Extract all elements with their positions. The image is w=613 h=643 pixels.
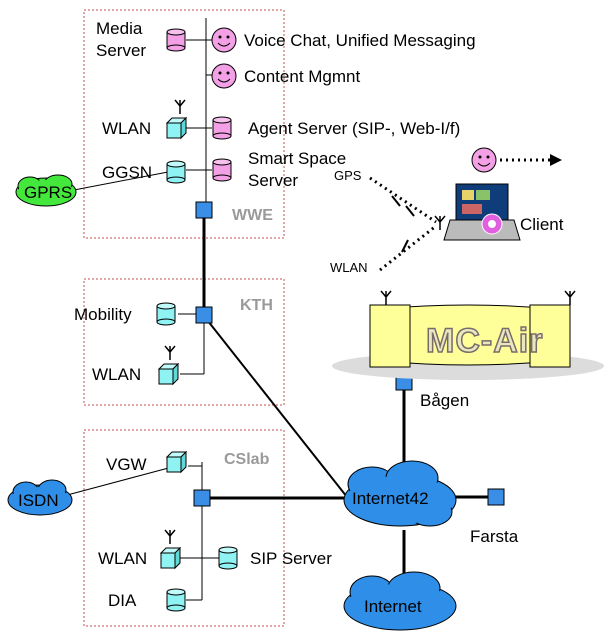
smart-space-label: Server	[248, 171, 298, 190]
client-antenna-icon	[434, 215, 446, 231]
bagen-label: Bågen	[420, 391, 469, 410]
isdn-cloud	[7, 479, 73, 516]
farsta-label: Farsta	[470, 527, 519, 546]
voice-chat-face-icon	[211, 27, 237, 53]
wlan-antenna-icon	[174, 99, 186, 115]
region-wwe	[83, 9, 285, 239]
dia-label: DIA	[108, 591, 137, 610]
gprs-label: GPRS	[24, 183, 72, 202]
internet-label: Internet	[364, 597, 422, 616]
sip-server-label: SIP Server	[250, 549, 332, 568]
wlan-ap-icon	[166, 117, 187, 139]
client-laptop-icon	[443, 183, 521, 241]
mobility-server-icon	[156, 302, 176, 326]
dia-icon	[166, 588, 186, 612]
switch-cslab	[193, 489, 211, 507]
vgw-label: VGW	[106, 455, 147, 474]
agent-server-icon	[212, 116, 232, 140]
sip-server-icon	[218, 546, 238, 570]
switch-kth	[195, 306, 213, 324]
wlan-antenna-icon	[164, 345, 176, 361]
mc-air-label: MC-Air	[426, 322, 543, 360]
media-server-label: Server	[96, 41, 146, 60]
wlan-client-label: WLAN	[330, 260, 368, 275]
mobility-label: Mobility	[74, 305, 132, 324]
switch-farsta	[487, 488, 505, 506]
region-cslab-label: CSlab	[224, 451, 270, 468]
region-kth-label: KTH	[240, 297, 273, 314]
smart-space-server-icon	[212, 158, 232, 182]
region-kth	[83, 278, 285, 406]
media-server-label: Media	[96, 19, 143, 38]
wlan-ap-icon	[158, 363, 179, 385]
gps-label: GPS	[334, 168, 362, 183]
client-user-face-icon	[471, 147, 497, 173]
internet42-cloud	[343, 460, 457, 527]
internet42-label: Internet42	[352, 489, 429, 508]
client-label: Client	[520, 215, 564, 234]
wlan-ap-icon	[160, 547, 181, 569]
agent-server-label: Agent Server (SIP-, Web-I/f)	[248, 119, 460, 138]
ggsn-icon	[166, 160, 186, 184]
region-wwe-label: WWE	[232, 207, 273, 224]
wlan-cslab-label: WLAN	[98, 549, 147, 568]
wlan-wwe-label: WLAN	[102, 119, 151, 138]
wlan-kth-label: WLAN	[92, 365, 141, 384]
mc-air-unit	[332, 290, 604, 380]
smart-space-label: Smart Space	[248, 149, 346, 168]
isdn-label: ISDN	[18, 491, 59, 510]
content-mgmnt-label: Content Mgmnt	[244, 67, 360, 86]
wlan-antenna-icon	[164, 529, 176, 545]
vgw-icon	[166, 451, 187, 473]
ggsn-label: GGSN	[102, 163, 152, 182]
content-mgmnt-face-icon	[211, 63, 237, 89]
gprs-cloud	[15, 174, 77, 207]
media-server-icon	[166, 28, 186, 52]
region-cslab	[83, 429, 285, 627]
internet-cloud	[343, 571, 457, 631]
switch-wwe	[195, 201, 213, 219]
voice-chat-label: Voice Chat, Unified Messaging	[244, 31, 476, 50]
